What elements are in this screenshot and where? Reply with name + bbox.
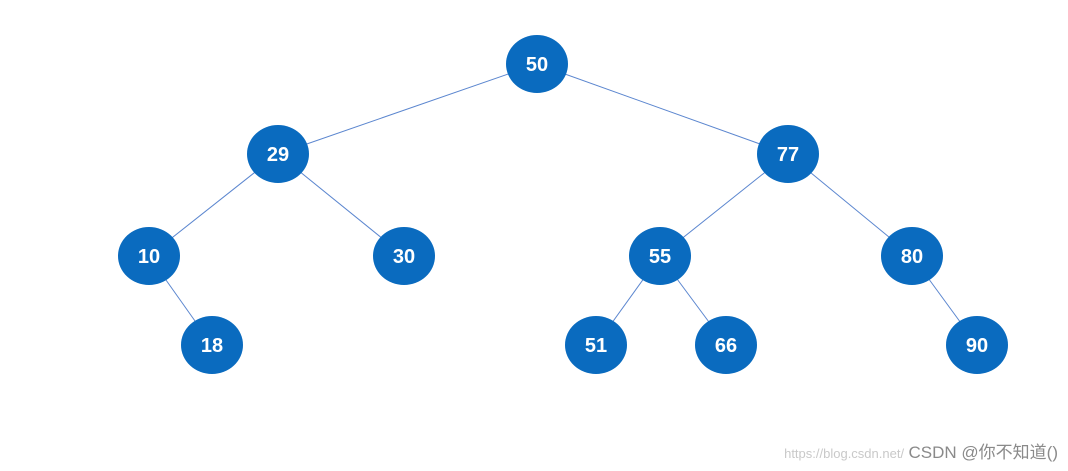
- tree-node-51: 51: [565, 316, 627, 374]
- watermark-brand: CSDN @你不知道(): [908, 443, 1058, 462]
- tree-node-10: 10: [118, 227, 180, 285]
- tree-node-shape: [247, 125, 309, 183]
- tree-node-label: 90: [966, 335, 988, 357]
- tree-node-66: 66: [695, 316, 757, 374]
- tree-node-55: 55: [629, 227, 691, 285]
- tree-node-shape: [757, 125, 819, 183]
- tree-node-label: 55: [649, 246, 671, 268]
- tree-node-label: 50: [526, 54, 548, 76]
- tree-node-shape: [946, 316, 1008, 374]
- tree-node-18: 18: [181, 316, 243, 374]
- tree-edge-50-29: [277, 63, 538, 155]
- tree-node-label: 77: [777, 144, 799, 166]
- tree-node-label: 51: [585, 335, 607, 357]
- tree-node-shape: [118, 227, 180, 285]
- tree-node-77: 77: [757, 125, 819, 183]
- tree-node-29: 29: [247, 125, 309, 183]
- tree-node-label: 29: [267, 144, 289, 166]
- tree-edge-50-77: [536, 63, 789, 155]
- tree-node-label: 80: [901, 246, 923, 268]
- tree-node-80: 80: [881, 227, 943, 285]
- tree-node-50: 50: [506, 35, 568, 93]
- tree-node-label: 10: [138, 246, 160, 268]
- tree-node-label: 30: [393, 246, 415, 268]
- tree-node-label: 18: [201, 335, 223, 357]
- watermark-url: https://blog.csdn.net/: [784, 446, 905, 461]
- tree-edges: [148, 63, 978, 346]
- tree-node-shape: [695, 316, 757, 374]
- tree-node-shape: [629, 227, 691, 285]
- tree-node-label: 66: [715, 335, 737, 357]
- tree-nodes: 50 29 77 10 30 55 80 18 51 66 90: [118, 35, 1008, 374]
- tree-node-shape: [373, 227, 435, 285]
- tree-node-30: 30: [373, 227, 435, 285]
- tree-node-shape: [565, 316, 627, 374]
- tree-node-shape: [506, 35, 568, 93]
- watermark: https://blog.csdn.net/ CSDN @你不知道(): [784, 438, 1058, 463]
- tree-node-shape: [881, 227, 943, 285]
- tree-node-shape: [181, 316, 243, 374]
- tree-node-90: 90: [946, 316, 1008, 374]
